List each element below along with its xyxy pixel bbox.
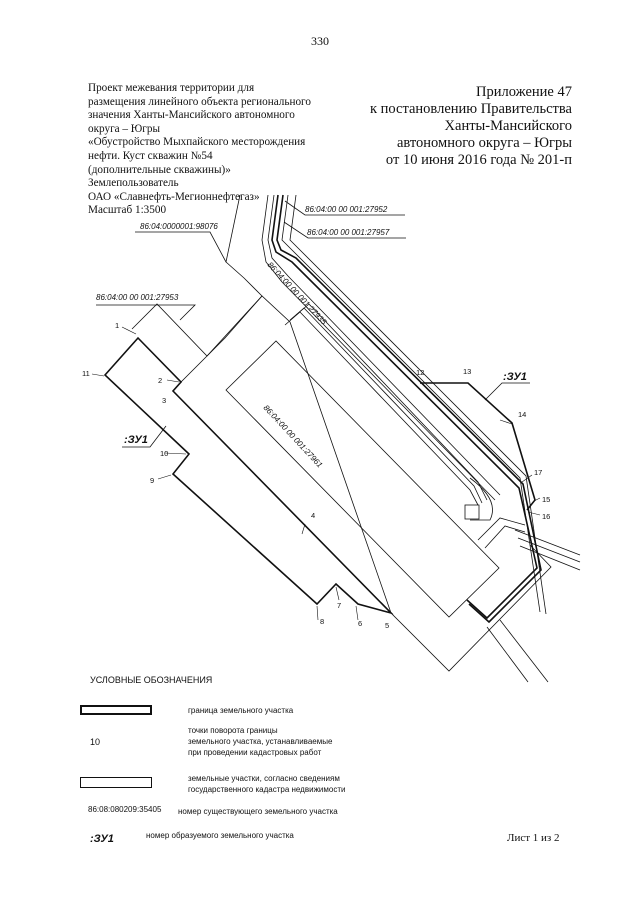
project-line: размещения линейного объекта регионально…: [88, 95, 311, 108]
project-line: Масштаб 1:3500: [88, 204, 167, 217]
road-line: [267, 194, 501, 496]
legend-points-line: при проведении кадастровых работ: [188, 748, 322, 757]
parcel-label-27961: 86:04:00 00 001:27961: [262, 403, 325, 469]
point-label: 17: [534, 468, 542, 477]
road-thick: [271, 194, 542, 624]
pad-outline: [180, 295, 552, 672]
road-line-east: [514, 529, 581, 556]
new-sample: :ЗУ1: [90, 833, 114, 845]
point-label: 5: [385, 621, 389, 630]
point-leaders: [91, 326, 541, 621]
legend-registry-line: земельные участки, согласно сведениям: [188, 774, 340, 783]
legend-existing-text: номер существующего земельного участка: [178, 807, 338, 816]
sheet-number: Лист 1 из 2: [507, 832, 560, 844]
point-label: 10: [160, 449, 168, 458]
project-line: (дополнительные скважины)»: [88, 163, 231, 176]
point-label: 4: [311, 511, 315, 520]
point-label: 7: [337, 601, 341, 610]
small-structure: [464, 504, 480, 520]
project-description: Проект межевания территории для размещен…: [88, 82, 348, 218]
road-line: [261, 194, 496, 501]
project-line: Проект межевания территории для: [88, 82, 255, 94]
appendix-line: Приложение 47: [476, 84, 572, 100]
leader-27953: [96, 304, 196, 321]
legend-new-text: номер образуемого земельного участка: [146, 831, 294, 840]
curve-line: [469, 477, 493, 521]
inner-road-line: [284, 311, 479, 506]
leader-zu1-east: [484, 382, 530, 401]
page-number: 330: [311, 34, 329, 48]
legend-points-text: точки поворота границы земельного участк…: [188, 725, 332, 758]
point-label: 8: [320, 617, 324, 626]
leader-zu1-west: [122, 425, 167, 448]
road-boundary-line: [271, 194, 538, 620]
project-line: значения Ханты-Мансийского автономного: [88, 109, 295, 122]
point-label: 15: [542, 495, 550, 504]
leader-98076: [135, 231, 227, 263]
new-parcel-label-east: :ЗУ1: [503, 371, 527, 383]
road-line-south: [499, 619, 549, 683]
point-label: 1: [115, 321, 119, 330]
inner-road-line: [295, 303, 488, 501]
point-sample: 10: [90, 737, 101, 747]
new-parcel-label-west: :ЗУ1: [124, 434, 148, 446]
project-line: округа – Югры: [88, 122, 161, 135]
road-line: [289, 194, 547, 615]
legend-registry-line: государственного кадастра недвижимости: [188, 785, 346, 794]
appendix-line: Ханты-Мансийского: [444, 118, 572, 134]
road-line-east: [517, 537, 581, 563]
legend-title: УСЛОВНЫЕ ОБОЗНАЧЕНИЯ: [90, 675, 213, 685]
point-label: 11: [82, 369, 90, 378]
project-line: Землепользователь: [88, 177, 179, 190]
zu1-west-boundary: [103, 336, 394, 615]
legend-points-line: точки поворота границы: [188, 726, 278, 735]
road-line-east: [519, 545, 581, 571]
project-line: ОАО «Славнефть-Мегионнефтегаз»: [88, 190, 260, 203]
point-label: 9: [150, 476, 154, 485]
legend-points-line: земельного участка, устанавливаемые: [188, 737, 333, 746]
leader-27957: [283, 221, 406, 239]
appendix-line: автономного округа – Югры: [396, 135, 572, 151]
zu1-east-boundary: [420, 382, 536, 511]
boundary-symbol: [80, 705, 152, 715]
point-label: 13: [463, 367, 471, 376]
parcel-label-98076: 86:04:0000001:98076: [140, 222, 218, 231]
parcel-27953-outline: [131, 194, 263, 357]
project-line: нефти. Куст скважин №54: [88, 149, 213, 162]
road-boundary-line: [276, 194, 542, 624]
leader-27952: [284, 200, 405, 216]
parcel-label-27935: 86:04:00 00 001:27935: [266, 260, 329, 327]
appendix-header: Приложение 47 к постановлению Правительс…: [370, 84, 572, 169]
road-line-south: [486, 626, 529, 683]
parcel-label-27953: 86:04:00 00 001:27953: [96, 293, 179, 302]
appendix-line: к постановлению Правительства: [370, 101, 572, 117]
registry-symbol: [80, 777, 152, 788]
point-label: 16: [542, 512, 550, 521]
point-label: 2: [158, 376, 162, 385]
existing-sample: 86:08:080209:35405: [88, 805, 162, 814]
appendix-line: от 10 июня 2016 года № 201-п: [385, 152, 572, 168]
point-label: 12: [416, 368, 424, 377]
parcel-label-27957: 86:04:00 00 001:27957: [307, 228, 390, 237]
parcel-label-27952: 86:04:00 00 001:27952: [305, 205, 388, 214]
point-label: 14: [518, 410, 526, 419]
legend-registry-text: земельные участки, согласно сведениям го…: [188, 773, 345, 795]
legend-boundary-text: граница земельного участка: [188, 706, 294, 715]
project-line: «Обустройство Мыхпайского месторождения: [88, 136, 306, 149]
parcel-27961-outline: [225, 340, 500, 618]
point-label: 6: [358, 619, 362, 628]
road-line-east: [484, 525, 526, 549]
zu1-boundary: [103, 336, 536, 615]
point-label: 3: [162, 396, 166, 405]
road-line-east: [477, 517, 526, 541]
